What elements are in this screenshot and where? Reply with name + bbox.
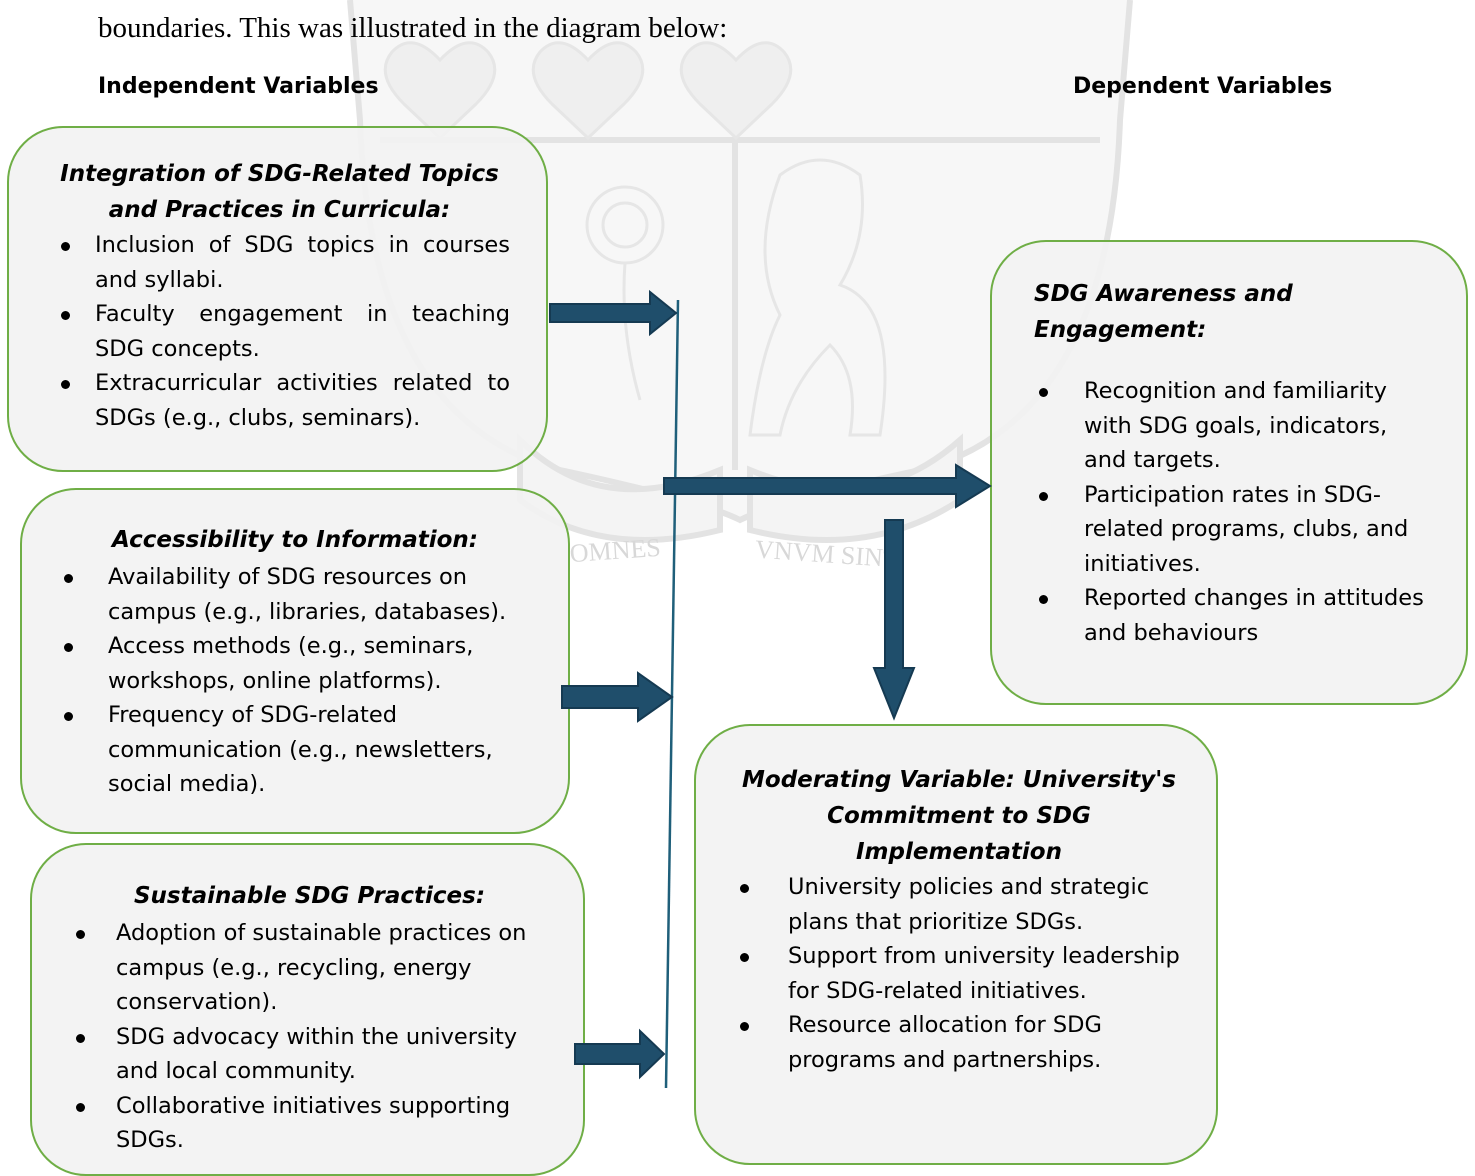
awareness-list: Recognition and familiarity with SDG goa…: [1034, 374, 1426, 660]
list-item: Extracurricular activities related to SD…: [49, 366, 510, 435]
list-item: University policies and strategic plans …: [736, 870, 1182, 939]
practices-title: Sustainable SDG Practices:: [133, 883, 486, 909]
curricula-list: Inclusion of SDG topics in courses and s…: [49, 228, 510, 435]
watermark-motto-left: OMNES: [569, 533, 662, 568]
curricula-title: Integration of SDG-Related Topics and Pr…: [60, 161, 499, 223]
intro-text: boundaries. This was illustrated in the …: [98, 12, 728, 44]
list-item: Collaborative initiatives supporting SDG…: [76, 1089, 543, 1158]
list-item: Resource allocation for SDG programs and…: [736, 1008, 1182, 1077]
list-item: Reported changes in attitudes and behavi…: [1034, 581, 1426, 650]
connector-line: [664, 299, 680, 1089]
moderating-list: University policies and strategic plans …: [736, 870, 1182, 1077]
list-item: Inclusion of SDG topics in courses and s…: [49, 228, 510, 297]
arrow-to-awareness: [663, 463, 992, 509]
arrow-practices: [574, 1028, 666, 1080]
list-item: Recognition and familiarity with SDG goa…: [1034, 374, 1426, 478]
arrow-curricula: [549, 289, 678, 337]
list-item: Adoption of sustainable practices on cam…: [76, 916, 543, 1020]
practices-list: Adoption of sustainable practices on cam…: [76, 916, 543, 1158]
list-item: Frequency of SDG-related communication (…: [62, 698, 528, 802]
accessibility-list: Availability of SDG resources on campus …: [62, 560, 528, 802]
moderating-box: Moderating Variable: University's Commit…: [694, 724, 1218, 1165]
accessibility-box: Accessibility to Information: Availabili…: [20, 488, 570, 834]
list-item: Participation rates in SDG-related progr…: [1034, 478, 1426, 582]
list-item: Access methods (e.g., seminars, workshop…: [62, 629, 528, 698]
list-item: Availability of SDG resources on campus …: [62, 560, 528, 629]
list-item: SDG advocacy within the university and l…: [76, 1020, 543, 1089]
awareness-box: SDG Awareness and Engagement: Recognitio…: [990, 240, 1468, 705]
arrow-to-moderating: [872, 519, 916, 721]
practices-box: Sustainable SDG Practices: Adoption of s…: [30, 843, 585, 1176]
awareness-title: SDG Awareness and Engagement:: [1034, 281, 1293, 343]
list-item: Faculty engagement in teaching SDG conce…: [49, 297, 510, 366]
arrow-accessibility: [561, 671, 674, 723]
list-item: Support from university leadership for S…: [736, 939, 1182, 1008]
curricula-box: Integration of SDG-Related Topics and Pr…: [7, 126, 548, 472]
moderating-title: Moderating Variable: University's Commit…: [742, 767, 1176, 865]
independent-variables-heading: Independent Variables: [98, 74, 379, 99]
accessibility-title: Accessibility to Information:: [112, 527, 478, 553]
dependent-variables-heading: Dependent Variables: [1073, 74, 1333, 99]
